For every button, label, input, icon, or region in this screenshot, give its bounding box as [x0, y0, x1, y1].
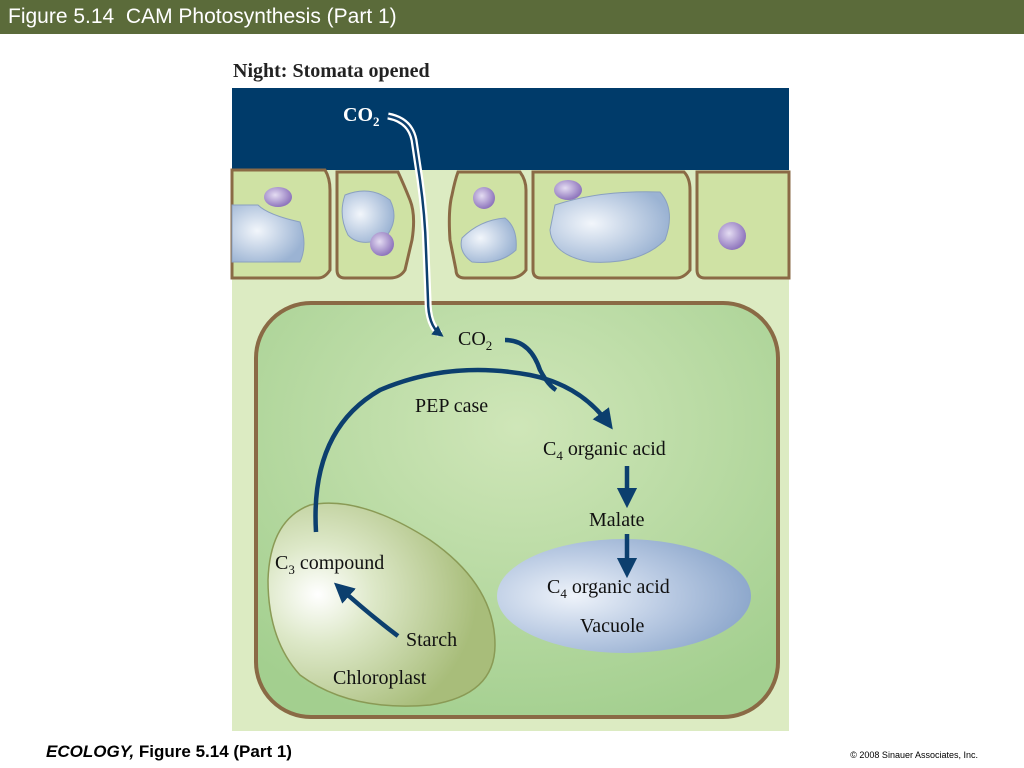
vacuole-label: Vacuole — [580, 615, 645, 637]
chloroplast — [267, 502, 496, 707]
figure-heading: Night: Stomata opened — [233, 60, 430, 82]
copyright-notice: © 2008 Sinauer Associates, Inc. — [850, 750, 978, 760]
co2-inner-label: CO2 — [458, 328, 492, 353]
pep-case-arrow — [313, 367, 613, 533]
epidermis-cells — [230, 168, 791, 282]
co2-diffusion-arrow — [387, 112, 444, 337]
figure-reference: Figure 5.14 (Part 1) — [134, 742, 292, 761]
footer-citation: ECOLOGY, Figure 5.14 (Part 1) — [46, 742, 292, 762]
c3-compound-label: C3 compound — [275, 552, 384, 577]
vacuole — [497, 539, 751, 653]
malate-label: Malate — [589, 509, 645, 531]
title-bar: Figure 5.14 CAM Photosynthesis (Part 1) — [0, 0, 1024, 34]
pep-case-label: PEP case — [415, 395, 488, 417]
chloroplast-label: Chloroplast — [333, 667, 427, 689]
co2-join-arrow — [504, 337, 558, 392]
co2-top-label: CO2 — [343, 104, 380, 129]
slide-title: Figure 5.14 CAM Photosynthesis (Part 1) — [8, 5, 397, 28]
night-sky — [232, 88, 789, 177]
starch-label: Starch — [406, 629, 457, 651]
book-title: ECOLOGY, — [46, 742, 135, 761]
vacuole-acid-label: C4 organic acid — [547, 576, 670, 601]
starch-to-c3-arrow — [333, 582, 400, 638]
c4-acid-label: C4 organic acid — [543, 438, 666, 463]
